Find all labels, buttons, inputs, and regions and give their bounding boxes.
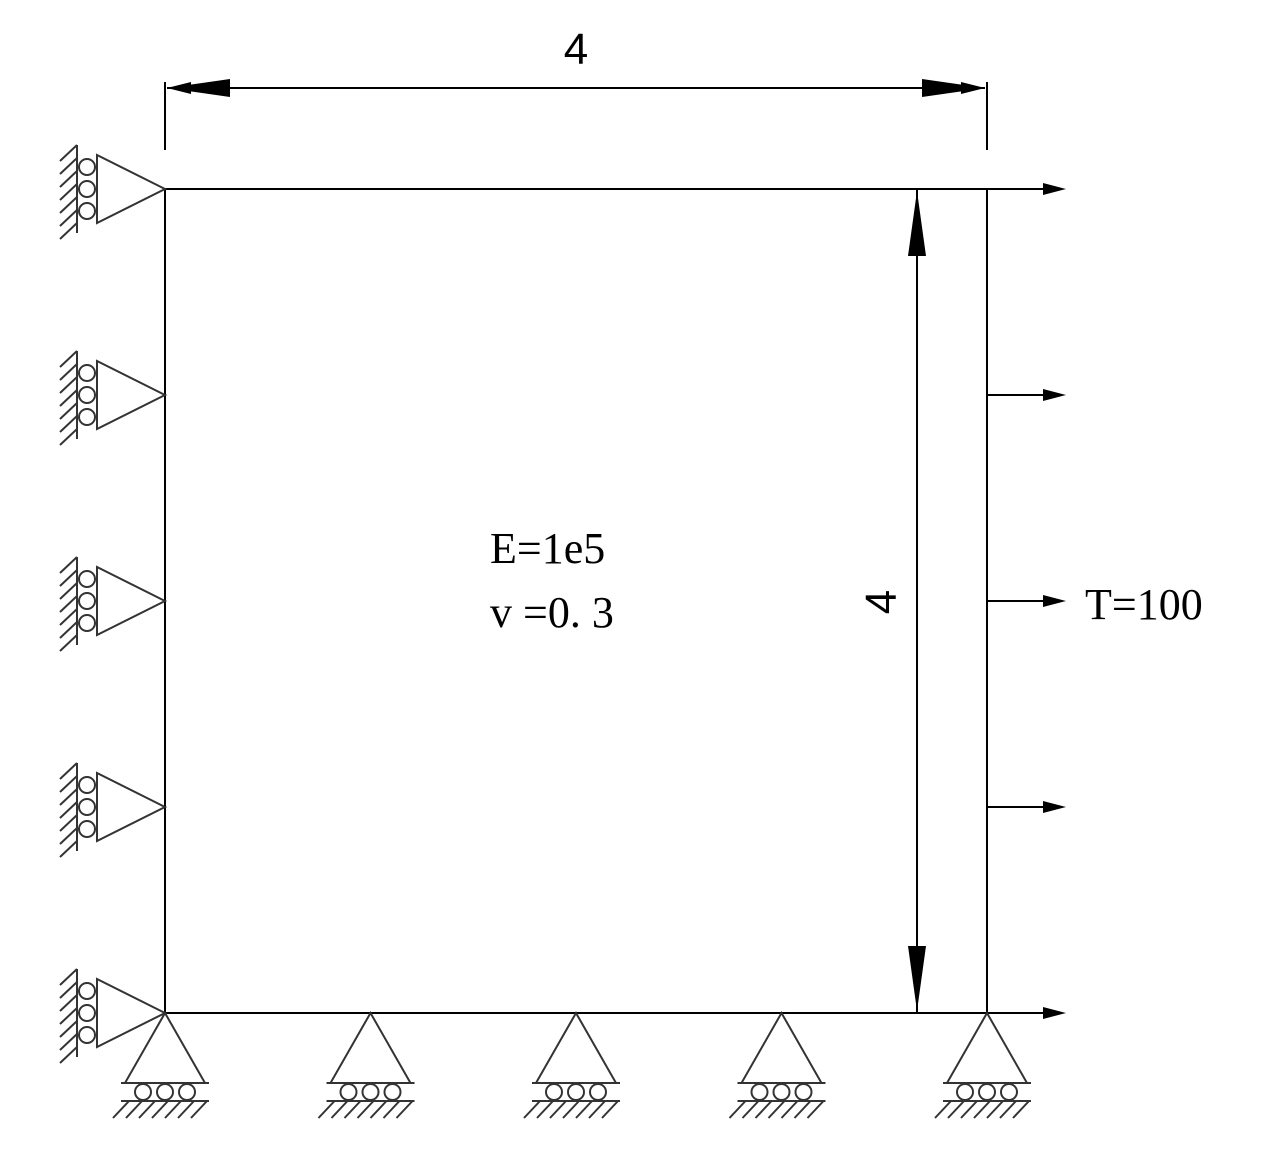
- width-arrow-left-icon: [167, 79, 230, 97]
- width-label: 4: [564, 25, 588, 74]
- width-arrow-right-icon: [922, 79, 985, 97]
- roller-support-icon: [59, 556, 168, 652]
- traction-arrow: [165, 183, 1066, 195]
- height-arrow-top-icon: [908, 191, 926, 256]
- roller-support-icon: [112, 1010, 209, 1119]
- roller-support-icon: [59, 350, 168, 446]
- height-dimension: 4: [857, 189, 926, 1013]
- traction-arrow: [987, 389, 1066, 401]
- roller-support-icon: [728, 1010, 826, 1119]
- youngs-modulus-label: E=1e5: [490, 524, 605, 573]
- poisson-ratio-label: v =0. 3: [490, 588, 614, 637]
- roller-support-icon: [59, 144, 168, 240]
- bottom-roller-supports: [112, 1010, 1031, 1119]
- arrow-head-icon: [1043, 595, 1066, 607]
- height-label: 4: [857, 590, 906, 614]
- roller-support-icon: [523, 1010, 620, 1119]
- roller-support-icon: [59, 762, 168, 858]
- traction-arrow: [987, 595, 1066, 607]
- traction-arrow: [917, 1007, 1066, 1019]
- traction-arrow: [987, 801, 1066, 813]
- roller-support-icon: [934, 1010, 1031, 1119]
- traction-label: T=100: [1085, 580, 1203, 629]
- left-roller-supports: [59, 144, 168, 1064]
- traction-arrows: [165, 183, 1066, 1019]
- arrow-head-icon: [1043, 1007, 1066, 1019]
- roller-support-icon: [317, 1010, 415, 1119]
- width-dimension: 4: [164, 25, 988, 150]
- arrow-head-icon: [1043, 183, 1066, 195]
- arrow-head-icon: [1043, 801, 1066, 813]
- roller-support-icon: [59, 968, 168, 1064]
- arrow-head-icon: [1043, 389, 1066, 401]
- height-arrow-bottom-icon: [908, 946, 926, 1011]
